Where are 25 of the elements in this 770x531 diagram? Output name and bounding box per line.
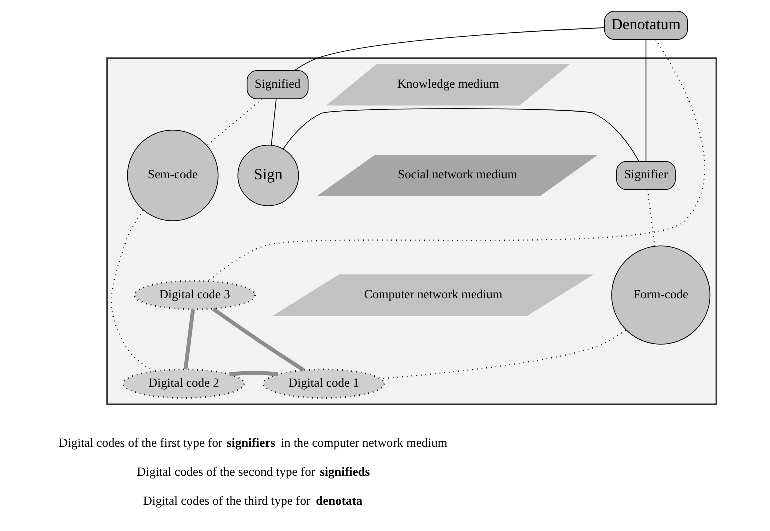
- connector: [184, 309, 196, 370]
- node-box: Denotatum: [604, 11, 688, 40]
- node-ellipse: Digital code 2: [122, 368, 246, 399]
- connector: [271, 98, 277, 146]
- connector: [294, 28, 606, 72]
- connector: [111, 210, 155, 372]
- node-box: Signifier: [616, 161, 676, 190]
- cluster: [106, 58, 718, 406]
- label: Digital codes of the first type for signifiers in the computer network medium: [58, 436, 448, 450]
- connector: [646, 39, 647, 162]
- connector: [647, 190, 656, 246]
- node-circle: Sign: [238, 144, 300, 206]
- node-box: Signified: [246, 70, 309, 100]
- node-circle: Sem-code: [127, 130, 219, 222]
- connector: [229, 371, 278, 376]
- connector: [208, 39, 706, 282]
- label: Digital codes of the third type for denotata: [143, 494, 363, 508]
- node-ellipse: Digital code 1: [262, 368, 386, 399]
- connector: [212, 308, 305, 372]
- node-circle: Form-code: [612, 246, 711, 345]
- label: Digital codes of the second type for signifieds: [137, 464, 370, 479]
- connector: [206, 98, 263, 146]
- connector: [283, 108, 640, 162]
- connector: [380, 330, 626, 380]
- node-ellipse: Digital code 3: [134, 280, 256, 310]
